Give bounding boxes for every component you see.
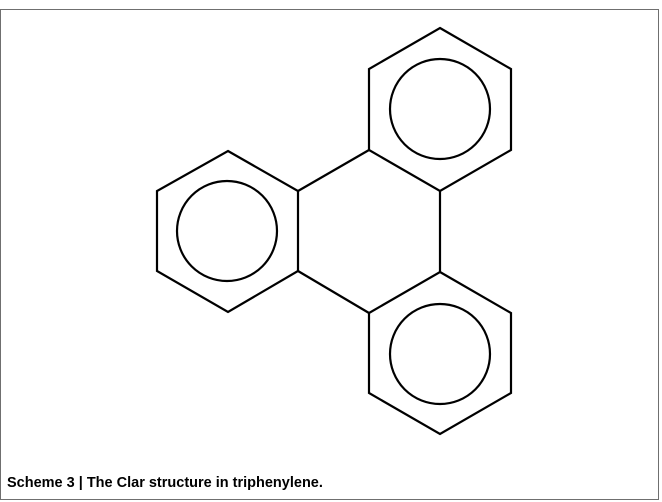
figure-frame — [0, 9, 659, 500]
bottom-right-ring-aromatic-circle — [388, 302, 492, 406]
figure-caption: Scheme 3 | The Clar structure in triphen… — [7, 475, 323, 491]
left-ring-aromatic-circle — [175, 179, 279, 283]
bond-left-top — [297, 149, 370, 192]
top-right-ring-aromatic-circle — [388, 57, 492, 161]
bond-left-bottom — [297, 270, 370, 314]
